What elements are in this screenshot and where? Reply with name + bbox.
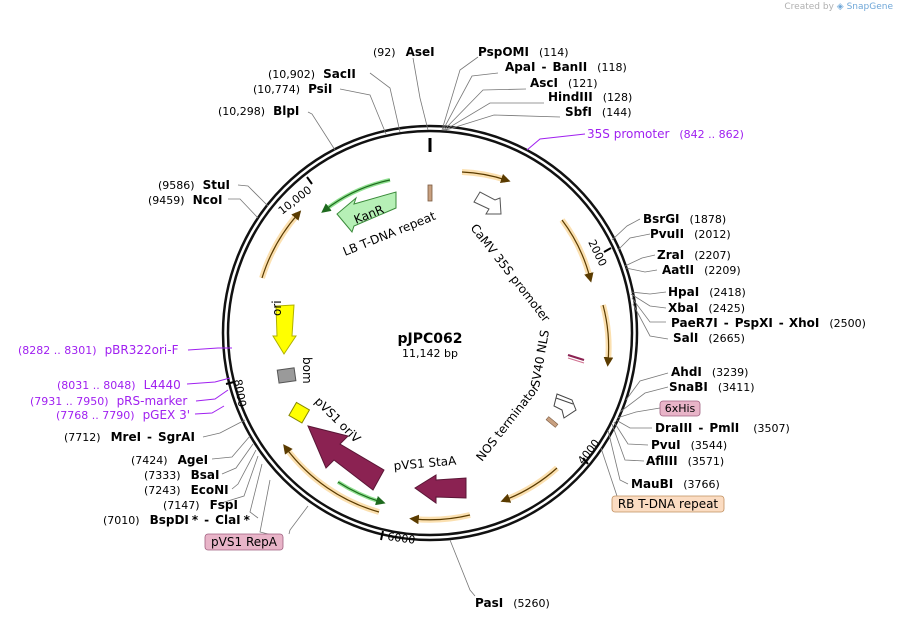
orf-arc-7	[259, 212, 301, 279]
enzyme-agei: (7424)AgeI	[131, 453, 208, 467]
primer-pbr322ori-f: (8282 .. 8301)pBR322ori-F	[18, 343, 179, 357]
sv40-nls-label: SV40 NLS	[528, 329, 552, 389]
snapgene-credit: Created by ◈ SnapGene	[784, 2, 893, 12]
nos-terminator-label: NOS terminator	[473, 381, 542, 463]
enzyme-pvui: PvuI(3544)	[651, 438, 727, 452]
enzyme-afliii: AflIII(3571)	[646, 454, 724, 468]
enzyme-paer7i-pspxi-xhoi: PaeR7I-PspXI-XhoI(2500)	[671, 316, 866, 330]
tick-8000: 8000	[231, 378, 249, 408]
enzyme-psii: (10,774)PsiI	[253, 82, 332, 96]
lb-tdna-block	[427, 184, 433, 202]
ori-arrow-icon	[272, 304, 297, 355]
ori-label: ori	[270, 300, 284, 316]
enzyme-pvuii: PvuII(2012)	[650, 227, 731, 241]
enzyme-pasi: PasI(5260)	[475, 596, 550, 610]
enzyme-bsai: (7333)BsaI	[144, 468, 219, 482]
primer-35s: 35S promoter(842 .. 862)	[587, 127, 744, 141]
enzyme-sali: SalI(2665)	[673, 331, 745, 345]
enzyme-aseI: (92)AseI	[373, 45, 435, 59]
primer-prs-marker: (7931 .. 7950)pRS-marker	[30, 394, 187, 408]
enzyme-aatii: AatII(2209)	[662, 263, 741, 277]
enzyme-stui: (9586)StuI	[158, 178, 230, 192]
camv-promoter-arrow-icon	[473, 191, 502, 215]
enzyme-ahdi: AhdI(3239)	[671, 365, 748, 379]
credit-brand: SnapGene	[846, 2, 893, 12]
camv-promoter-label: CaMV 35S promoter	[468, 221, 553, 325]
enzyme-pspomi: PspOMI(114)	[478, 45, 569, 59]
enzyme-apai-banii: ApaI-BanII(118)	[505, 60, 627, 74]
credit-prefix: Created by	[784, 2, 834, 12]
bom-label: bom	[300, 357, 314, 384]
enzyme-asci: AscI(121)	[530, 76, 598, 90]
orf-arc-2	[559, 218, 593, 279]
enzyme-zrai: ZraI(2207)	[657, 248, 731, 262]
pvs1-oriv-arrow-icon	[307, 425, 385, 491]
enzyme-bspdi-clai: (7010)BspDI*-ClaI*	[103, 513, 251, 527]
snapgene-logo-icon: ◈	[836, 2, 844, 12]
yellow-block	[288, 401, 311, 424]
feature-pvs1-repa: pVS1 RepA	[204, 533, 284, 551]
svg-text:6xHis: 6xHis	[665, 402, 696, 415]
enzyme-bsrgi: BsrGI(1878)	[643, 212, 726, 226]
pvs1-staa-label: pVS1 StaA	[393, 454, 458, 473]
nos-small-block	[545, 416, 559, 428]
enzyme-ncoi: (9459)NcoI	[148, 193, 222, 207]
orf-arcs	[259, 169, 614, 525]
tick-6000: 6000	[387, 530, 417, 547]
feature-rb-tdna-repeat: RB T-DNA repeat	[611, 495, 725, 513]
enzyme-sacii: (10,902)SacII	[268, 67, 356, 81]
enzyme-hindiii: HindIII(128)	[548, 90, 632, 104]
enzyme-fspi: (7147)FspI	[163, 498, 238, 512]
primer-labels: 35S promoter(842 .. 862) (8282 .. 8301)p…	[18, 127, 744, 422]
kanr-arrow-icon	[336, 191, 397, 234]
plasmid-name: pJPC062	[398, 331, 463, 347]
enzyme-snabi: SnaBI(3411)	[669, 380, 754, 394]
tick-2000: 2000	[585, 238, 609, 269]
enzyme-draiii-pmli: DraIII-PmlI(3507)	[655, 421, 790, 435]
pvs1-staa-arrow-icon	[414, 474, 467, 504]
enzyme-sbfi: SbfI(144)	[565, 105, 632, 119]
svg-text:RB T-DNA repeat: RB T-DNA repeat	[618, 497, 719, 511]
feature-6xhis: 6xHis	[659, 400, 701, 417]
enzyme-hpai: HpaI(2418)	[668, 285, 746, 299]
enzyme-labels: (92)AseI PspOMI(114) ApaI-BanII(118) Asc…	[64, 45, 866, 610]
primer-pgex3: (7768 .. 7790)pGEX 3'	[56, 408, 190, 422]
enzyme-mrei-sgrai: (7712)MreI-SgrAI	[64, 430, 195, 444]
backbone-circle	[221, 124, 639, 542]
nos-terminator-icon	[553, 393, 577, 419]
svg-text:pVS1 RepA: pVS1 RepA	[211, 535, 278, 549]
bom-block	[276, 367, 297, 384]
enzyme-maubi: MauBI(3766)	[631, 477, 720, 491]
enzyme-econi: (7243)EcoNI	[144, 483, 229, 497]
primer-l4440: (8031 .. 8048)L4440	[57, 378, 181, 392]
orf-arc-1	[461, 169, 507, 183]
boxed-features: 6xHis RB T-DNA repeat pVS1 RepA	[204, 400, 725, 551]
enzyme-leaders	[202, 56, 669, 597]
sv40-nls-block	[567, 354, 585, 364]
enzyme-xbai: XbaI(2425)	[668, 301, 745, 315]
plasmid-size: 11,142 bp	[402, 347, 458, 360]
enzyme-blpi: (10,298)BlpI	[218, 104, 299, 118]
primer-leaders	[186, 133, 586, 415]
